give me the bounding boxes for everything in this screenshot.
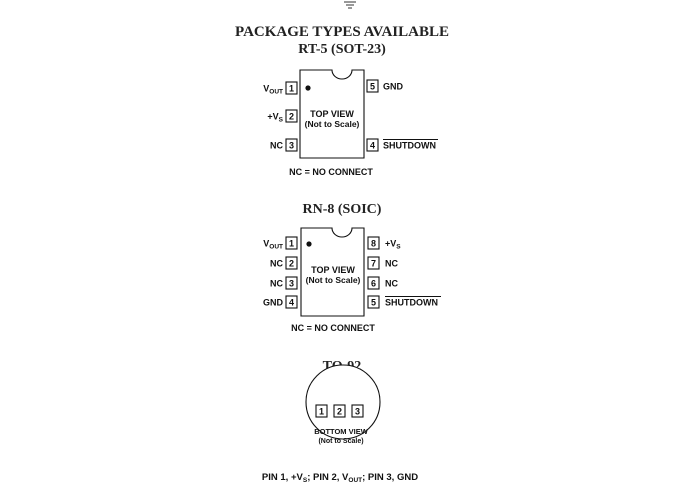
svg-text:5: 5 bbox=[371, 298, 376, 308]
pin1-marker-icon bbox=[305, 85, 311, 91]
svg-text:1: 1 bbox=[289, 239, 294, 249]
svg-text:SHUTDOWN: SHUTDOWN bbox=[383, 141, 436, 151]
svg-text:+VS: +VS bbox=[267, 112, 283, 124]
rt5-pin-3: 3 NC bbox=[270, 138, 298, 152]
rn8-nc-note: NC = NO CONNECT bbox=[291, 323, 375, 333]
svg-text:8: 8 bbox=[371, 239, 376, 249]
svg-text:3: 3 bbox=[289, 141, 294, 151]
rt5-pin-1: 1 VOUT bbox=[263, 81, 298, 96]
svg-text:GND: GND bbox=[383, 82, 404, 92]
svg-text:3: 3 bbox=[355, 407, 360, 417]
rn8-pin-8: 8 +VS bbox=[367, 236, 401, 251]
to92-pin-3: 3 bbox=[351, 404, 364, 418]
rn8-pin-3: 3 NC bbox=[270, 276, 298, 290]
rn8-scale-label: (Not to Scale) bbox=[306, 275, 361, 285]
rt5-scale-label: (Not to Scale) bbox=[305, 119, 360, 129]
svg-text:NC: NC bbox=[270, 279, 283, 289]
to92-pinout-caption: PIN 1, +VS; PIN 2, VOUT; PIN 3, GND bbox=[262, 472, 418, 484]
svg-text:5: 5 bbox=[370, 82, 375, 92]
svg-text:NC: NC bbox=[385, 279, 398, 289]
svg-text:NC: NC bbox=[385, 259, 398, 269]
main-title: PACKAGE TYPES AVAILABLE bbox=[235, 24, 449, 40]
svg-text:NC: NC bbox=[270, 141, 283, 151]
svg-text:2: 2 bbox=[289, 259, 294, 269]
svg-text:VOUT: VOUT bbox=[263, 84, 283, 96]
rn8-pin-5: 5 SHUTDOWN bbox=[367, 295, 441, 309]
rt5-body bbox=[299, 69, 365, 159]
rn8-view-label: TOP VIEW bbox=[311, 265, 355, 275]
rn8-title: RN-8 (SOIC) bbox=[303, 202, 382, 217]
svg-text:+VS: +VS bbox=[385, 239, 401, 251]
ground-symbol-icon bbox=[344, 1, 356, 9]
svg-text:2: 2 bbox=[289, 112, 294, 122]
rt5-pin-5: 5 GND bbox=[366, 79, 404, 93]
rn8-package: RN-8 (SOIC) TOP VIEW (Not to Scale) 1 VO… bbox=[263, 202, 441, 333]
pin1-marker-icon bbox=[306, 241, 312, 247]
svg-text:2: 2 bbox=[337, 407, 342, 417]
to92-pin-2: 2 bbox=[333, 404, 346, 418]
rt5-title: RT-5 (SOT-23) bbox=[298, 42, 386, 57]
rn8-body bbox=[300, 227, 365, 317]
svg-text:NC: NC bbox=[270, 259, 283, 269]
svg-text:4: 4 bbox=[370, 141, 375, 151]
svg-text:VOUT: VOUT bbox=[263, 239, 283, 251]
rn8-pin-2: 2 NC bbox=[270, 256, 298, 270]
svg-text:4: 4 bbox=[289, 298, 294, 308]
svg-text:SHUTDOWN: SHUTDOWN bbox=[385, 298, 438, 308]
to92-package: TO-92 1 2 3 BOTTOM VIEW (Not to Scale) P… bbox=[262, 359, 418, 484]
svg-text:1: 1 bbox=[319, 407, 324, 417]
rn8-pin-6: 6 NC bbox=[367, 276, 398, 290]
to92-view-label: BOTTOM VIEW bbox=[314, 427, 369, 436]
svg-text:3: 3 bbox=[289, 279, 294, 289]
rt5-pin-2: 2 +VS bbox=[267, 109, 298, 124]
rt5-nc-note: NC = NO CONNECT bbox=[289, 167, 373, 177]
rt5-pin-4: 4 SHUTDOWN bbox=[366, 138, 438, 152]
to92-body bbox=[305, 364, 381, 440]
rn8-pin-4: 4 GND bbox=[263, 295, 298, 309]
svg-text:7: 7 bbox=[371, 259, 376, 269]
to92-pin-1: 1 bbox=[315, 404, 328, 418]
rn8-pin-7: 7 NC bbox=[367, 256, 398, 270]
to92-scale-label: (Not to Scale) bbox=[318, 438, 363, 445]
svg-text:GND: GND bbox=[263, 298, 284, 308]
svg-text:6: 6 bbox=[371, 279, 376, 289]
rt5-view-label: TOP VIEW bbox=[310, 109, 354, 119]
rt5-package: RT-5 (SOT-23) TOP VIEW (Not to Scale) 1 … bbox=[263, 42, 438, 177]
svg-text:1: 1 bbox=[289, 84, 294, 94]
rn8-pin-1: 1 VOUT bbox=[263, 236, 298, 251]
